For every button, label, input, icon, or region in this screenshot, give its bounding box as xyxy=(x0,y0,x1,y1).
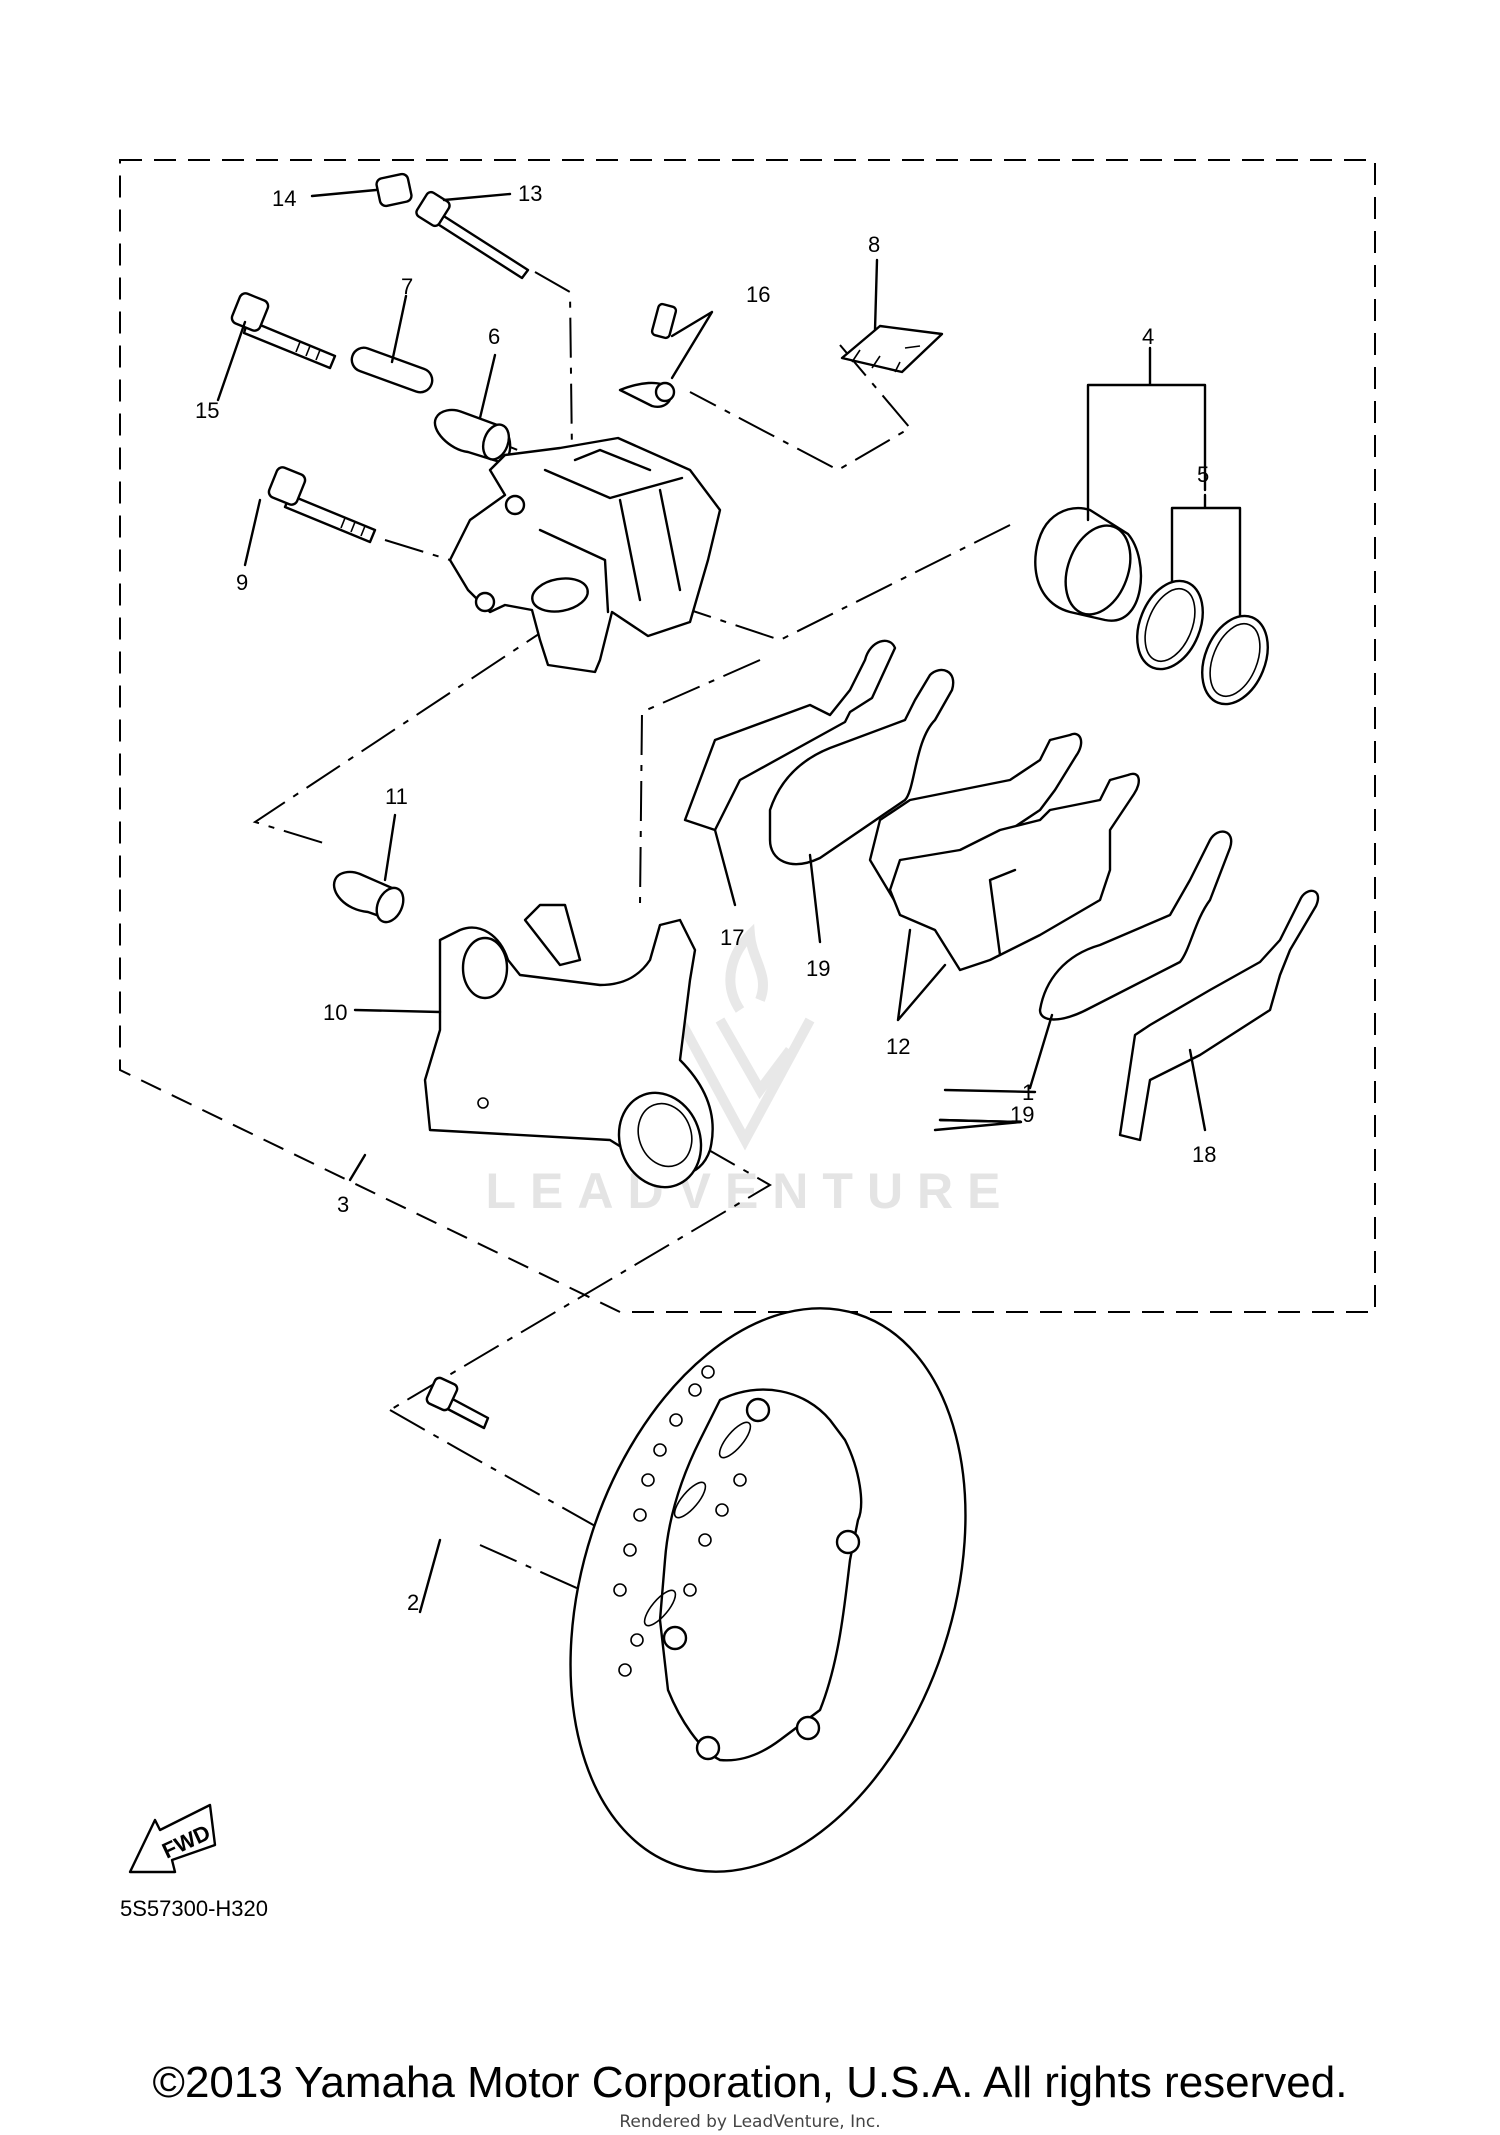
callout-15: 15 xyxy=(195,398,219,423)
part-14-cap xyxy=(375,172,413,208)
callout-13: 13 xyxy=(518,181,542,206)
part-1-brake-disc xyxy=(569,1307,967,1873)
part-18-shim xyxy=(1118,889,1320,1142)
callout-7: 7 xyxy=(401,274,413,299)
leadventure-watermark: LEADVENTURE xyxy=(485,1163,1015,1219)
part-11-bush xyxy=(332,870,405,924)
callout-6: 6 xyxy=(488,324,500,349)
callout-2: 2 xyxy=(407,1590,419,1615)
part-19-pad-left xyxy=(768,668,955,866)
part-16-bleed-screw xyxy=(618,302,678,408)
callout-leaders xyxy=(216,188,1242,1614)
part-7-pin xyxy=(350,346,434,394)
callout-11: 11 xyxy=(385,784,408,809)
callout-4: 4 xyxy=(1142,324,1154,349)
part-10-bracket xyxy=(423,903,714,1189)
rendered-by-notice: Rendered by LeadVenture, Inc. xyxy=(619,2112,881,2132)
callout-8: 8 xyxy=(868,232,880,257)
callout-16: 16 xyxy=(746,282,770,307)
callout-14: 14 xyxy=(272,186,296,211)
part-19-pad-right xyxy=(1038,830,1233,1021)
part-6-boot xyxy=(433,408,512,464)
part-8-pad-spring xyxy=(840,324,944,374)
part-13-pad-pin xyxy=(415,190,530,280)
part-5-seals xyxy=(1136,579,1269,706)
callout-10: 10 xyxy=(323,1000,347,1025)
diagram-code: 5S57300-H320 xyxy=(120,1896,269,1921)
callout-1: 1 xyxy=(1022,1080,1034,1105)
copyright-notice: ©2013 Yamaha Motor Corporation, U.S.A. A… xyxy=(152,2058,1348,2107)
callout-3: 3 xyxy=(337,1192,349,1217)
part-15-bolt xyxy=(230,292,337,370)
callout-19-left: 19 xyxy=(806,956,830,981)
part-17-shim xyxy=(683,639,897,832)
callout-9: 9 xyxy=(236,570,248,595)
part-12-pads xyxy=(868,732,1140,972)
callout-5: 5 xyxy=(1197,462,1209,487)
fwd-arrow-icon: FWD xyxy=(128,1803,217,1874)
part-4-piston xyxy=(1034,506,1143,622)
part-9-bolt xyxy=(267,466,377,544)
callout-labels: 1 2 3 4 5 6 7 8 9 10 11 12 13 14 15 16 1… xyxy=(195,181,1216,1615)
part-2-disc-bolt xyxy=(425,1376,490,1430)
caliper-body xyxy=(448,436,722,674)
callout-17: 17 xyxy=(720,925,744,950)
watermark-logo xyxy=(675,923,815,1151)
callout-12: 12 xyxy=(886,1034,910,1059)
callout-19-right: 19 xyxy=(1010,1102,1034,1127)
callout-18: 18 xyxy=(1192,1142,1216,1167)
